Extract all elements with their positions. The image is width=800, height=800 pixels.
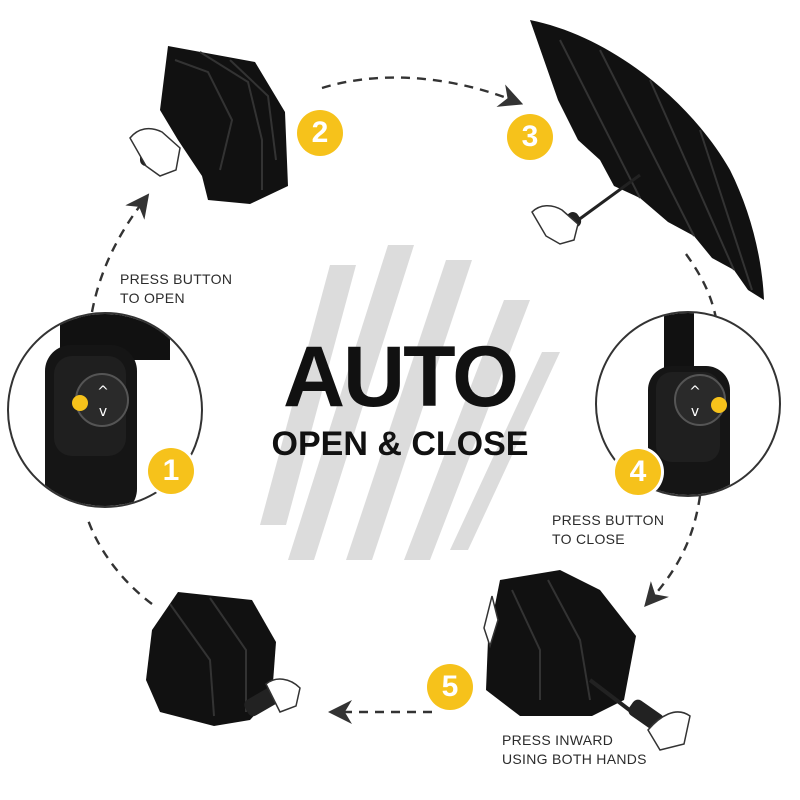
page-subtitle: OPEN & CLOSE bbox=[271, 425, 529, 463]
caption-line: PRESS INWARD bbox=[502, 732, 614, 748]
arrow-3-to-4 bbox=[685, 253, 718, 319]
page-title: AUTO bbox=[282, 329, 519, 425]
hand-icon bbox=[129, 127, 181, 177]
caption-line: TO CLOSE bbox=[552, 531, 625, 547]
arrow-6-to-1 bbox=[86, 519, 153, 605]
svg-text:^: ^ bbox=[97, 384, 109, 400]
caption-line: USING BOTH HANDS bbox=[502, 751, 647, 767]
caption-press-to-close: PRESS BUTTON TO CLOSE bbox=[552, 511, 664, 549]
caption-line: PRESS BUTTON bbox=[552, 512, 665, 528]
step-badge-1: 1 bbox=[148, 448, 194, 494]
caption-line: PRESS BUTTON bbox=[120, 271, 233, 287]
arrow-2-to-3 bbox=[321, 76, 524, 107]
caption-press-to-open: PRESS BUTTON TO OPEN bbox=[120, 270, 232, 308]
folded-umbrella-icon bbox=[146, 592, 282, 726]
step-badge-4: 4 bbox=[615, 449, 661, 495]
arrow-4-to-5 bbox=[644, 495, 702, 608]
cycle-arrows bbox=[86, 76, 718, 724]
hand-icon bbox=[483, 595, 691, 751]
folded-umbrella-icon bbox=[486, 570, 664, 731]
svg-text:v: v bbox=[691, 404, 699, 420]
hand-icon bbox=[531, 205, 579, 245]
step-badge-3: 3 bbox=[507, 114, 553, 160]
caption-line: TO OPEN bbox=[120, 290, 185, 306]
background-stripes bbox=[260, 245, 560, 560]
step-badge-5: 5 bbox=[427, 664, 473, 710]
svg-text:v: v bbox=[99, 404, 107, 420]
svg-text:^: ^ bbox=[689, 384, 701, 400]
folded-umbrella-icon bbox=[140, 46, 288, 204]
caption-press-inward: PRESS INWARD USING BOTH HANDS bbox=[502, 731, 647, 769]
hand-icon bbox=[265, 678, 301, 713]
open-umbrella-icon bbox=[530, 20, 764, 300]
step-badge-2: 2 bbox=[297, 110, 343, 156]
